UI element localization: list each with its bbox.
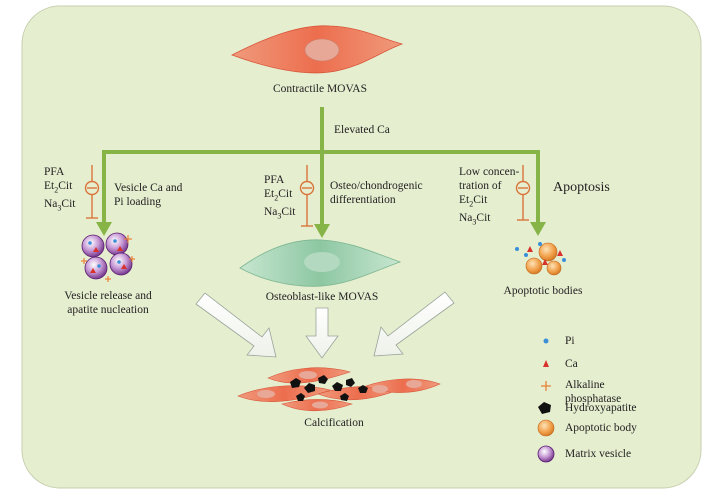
legend-label-ca: Ca xyxy=(565,358,578,370)
apoptotic-bodies-cluster xyxy=(515,242,566,276)
vesicle-release-line2: apatite nucleation xyxy=(67,304,149,316)
label-contractile-movas: Contractile MOVAS xyxy=(272,83,368,95)
legend-label-matrix-vesicle: Matrix vesicle xyxy=(565,448,632,460)
elevated-ca-arrows xyxy=(102,107,540,226)
matrix-vesicle-cluster xyxy=(81,232,135,282)
label-apoptotic-bodies: Apoptotic bodies xyxy=(503,285,583,297)
arrow-head-left xyxy=(96,222,112,236)
inhibitor-mid-et2cit: Et2Cit xyxy=(264,188,293,203)
inhibitor-left-pfa: PFA xyxy=(44,166,65,178)
osteo-diff-line2: differentiation xyxy=(330,194,396,206)
inhibitor-left-et2cit: Et2Cit xyxy=(44,180,73,195)
pi-dot-icon xyxy=(543,338,549,344)
convergence-arrow-right xyxy=(373,291,455,357)
inhibitor-mid-na3cit: Na3Cit xyxy=(264,206,296,221)
label-calcification: Calcification xyxy=(304,417,364,429)
legend-label-alkaline-phosphatase: Alkaline phosphatase xyxy=(565,379,622,405)
inhibitor-left-na3cit: Na3Cit xyxy=(44,198,76,213)
inhibitor-mid-pfa: PFA xyxy=(264,174,285,186)
inhibitors-left: PFA Et2Cit Na3Cit xyxy=(44,165,75,216)
legend-label-apoptotic-body: Apoptotic body xyxy=(565,422,637,434)
osteo-diff-line1: Osteo/chondrogenic xyxy=(330,180,423,192)
convergence-arrow-middle xyxy=(305,307,339,359)
convergence-arrow-left xyxy=(195,292,277,358)
hydroxyapatite-icon xyxy=(538,402,551,414)
arrow-head-right xyxy=(530,222,546,236)
legend-label-hydroxyapatite: Hydroxyapatite xyxy=(565,402,637,414)
arrow-head-middle xyxy=(314,224,330,238)
apoptotic-body-icon xyxy=(537,419,555,437)
background-panel xyxy=(21,5,702,489)
hydroxyapatite-crystals xyxy=(290,375,368,401)
inhibitor-right-line2: tration of xyxy=(459,180,502,192)
calcification-cells xyxy=(237,367,441,412)
inhibitor-symbol-left xyxy=(84,165,100,219)
label-osteoblast-like-movas: Osteoblast-like MOVAS xyxy=(265,291,379,303)
vesicle-loading-line2: Pi loading xyxy=(114,196,161,208)
inhibitor-right-na3cit: Na3Cit xyxy=(459,212,491,227)
inhibitor-symbol-right xyxy=(515,165,531,221)
inhibitor-right-line1: Low concen- xyxy=(459,166,520,178)
vesicle-loading-line1: Vesicle Ca and xyxy=(114,182,183,194)
label-osteo-differentiation: Osteo/chondrogenic differentiation xyxy=(330,179,423,207)
label-apoptosis: Apoptosis xyxy=(553,180,610,195)
inhibitor-right-et2cit: Et2Cit xyxy=(459,194,488,209)
arrow-heads xyxy=(96,222,546,238)
contractile-movas-cell xyxy=(231,25,404,74)
label-vesicle-loading: Vesicle Ca and Pi loading xyxy=(114,181,182,209)
legend-icons xyxy=(537,338,555,463)
matrix-vesicle-icon xyxy=(537,445,555,463)
inhibitors-middle: PFA Et2Cit Na3Cit xyxy=(264,173,295,224)
vesicle-release-line1: Vesicle release and xyxy=(64,290,152,302)
inhibitors-right: Low concen- tration of Et2Cit Na3Cit xyxy=(459,165,519,230)
label-elevated-ca: Elevated Ca xyxy=(334,124,390,136)
alkaline-phosphatase-star-icon xyxy=(541,381,551,391)
inhibitor-symbol-middle xyxy=(299,165,315,227)
osteoblast-like-cell xyxy=(239,239,402,287)
legend-label-pi: Pi xyxy=(565,335,575,347)
label-vesicle-release: Vesicle release and apatite nucleation xyxy=(64,289,151,317)
ca-triangle-icon xyxy=(543,360,549,367)
